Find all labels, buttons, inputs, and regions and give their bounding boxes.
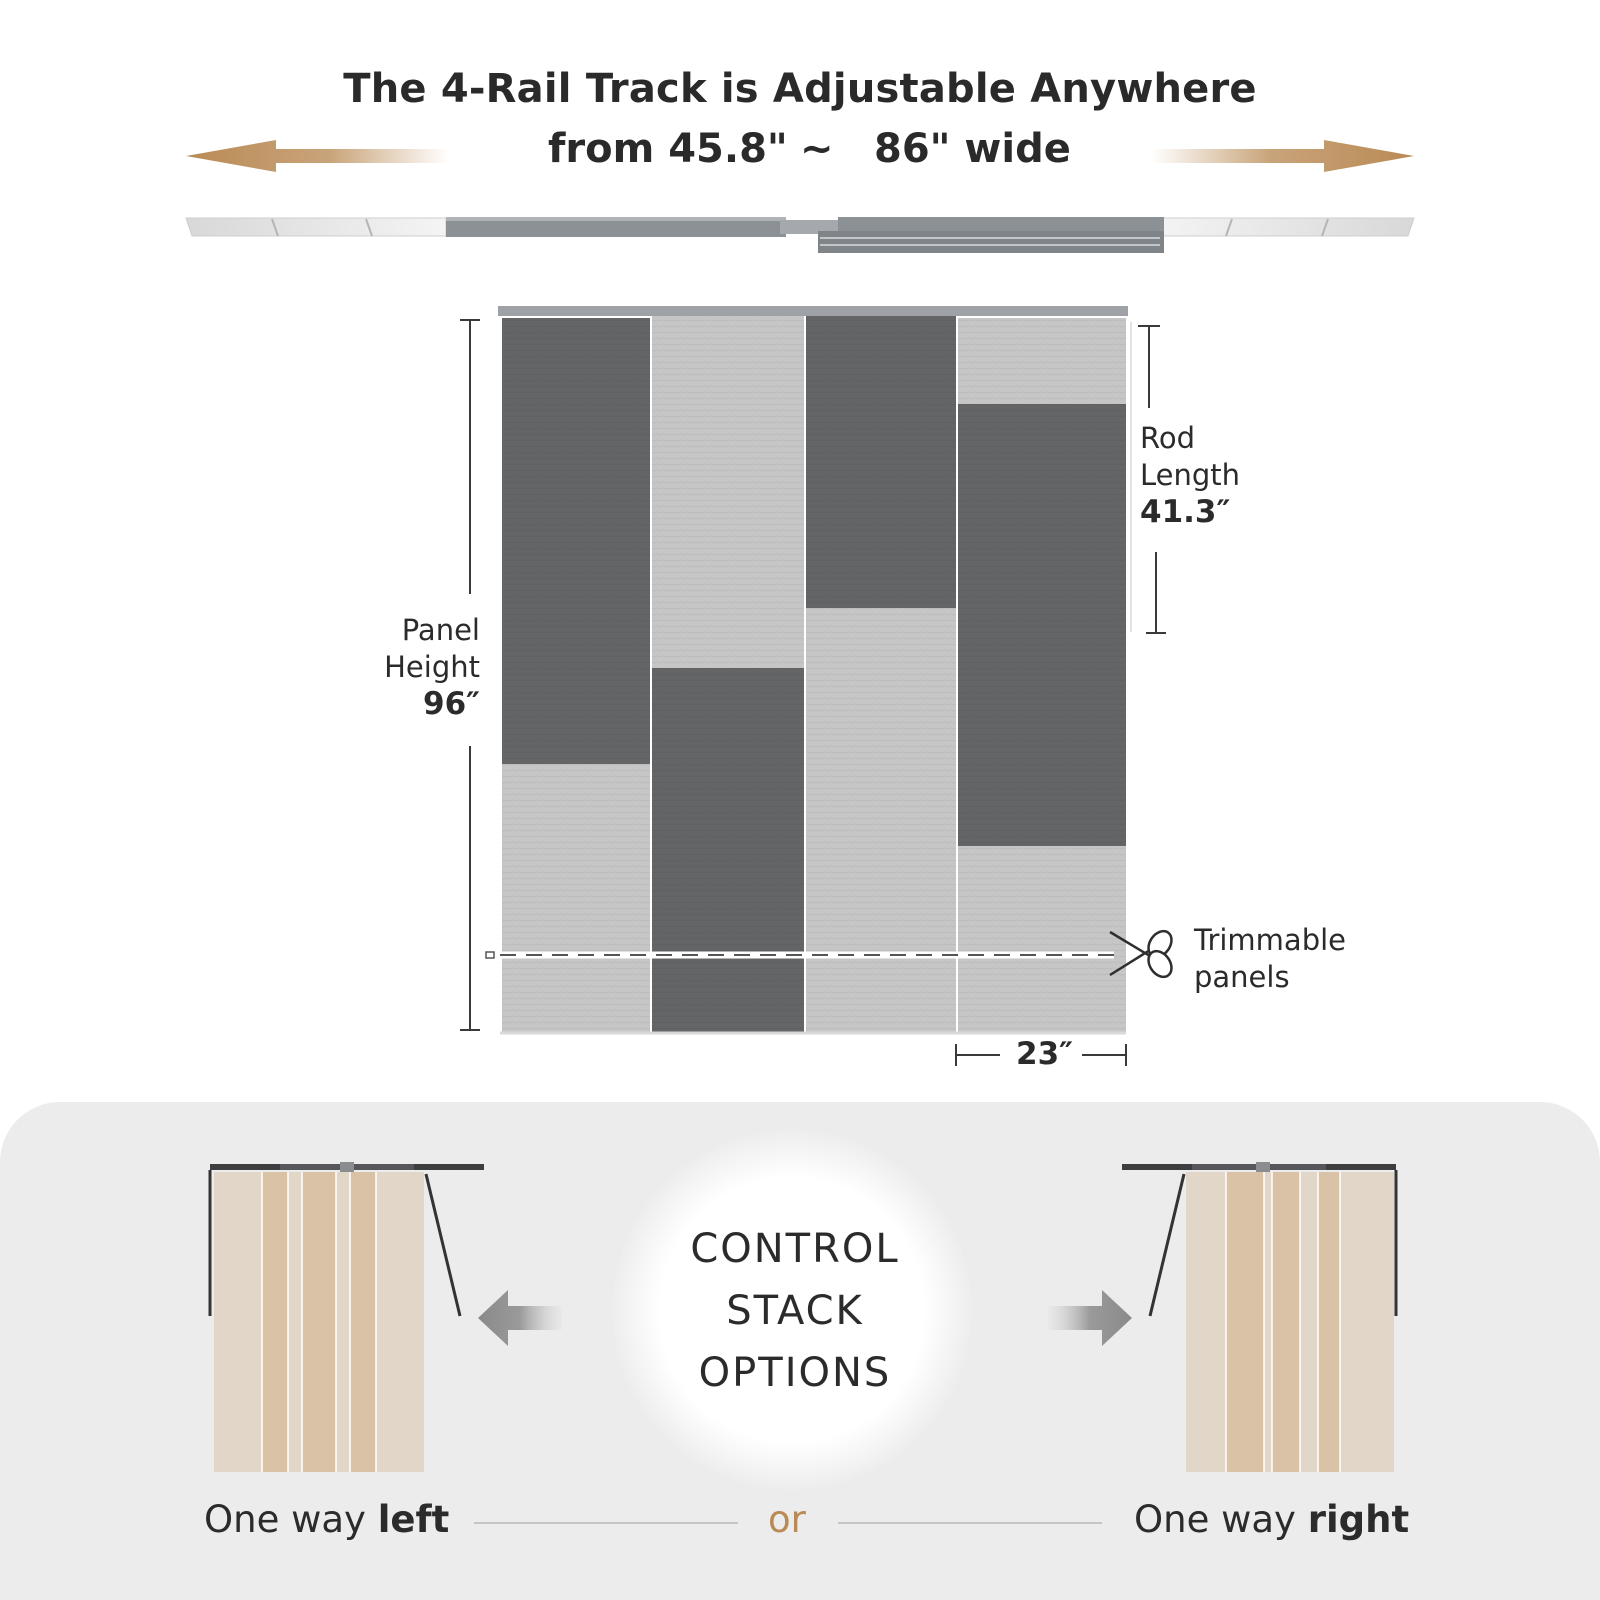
right-stack-illustration bbox=[1122, 1162, 1398, 1472]
left-stack-illustration bbox=[208, 1162, 484, 1472]
panel-width-label: 23″ bbox=[1016, 1036, 1073, 1072]
panel-height-label: Panel Height 96″ bbox=[384, 613, 480, 722]
max-width: 86" wide bbox=[874, 126, 1071, 172]
option-one-way-right: One way right bbox=[1134, 1498, 1410, 1541]
panel-1 bbox=[502, 318, 650, 1032]
rod-length-dimension bbox=[1138, 325, 1166, 634]
control-line-3: OPTIONS bbox=[698, 1350, 892, 1396]
track-diagram bbox=[185, 140, 1415, 1066]
stack-left-arrow-icon bbox=[478, 1290, 562, 1346]
range-tilde: ~ bbox=[800, 126, 834, 172]
panel-2 bbox=[652, 316, 804, 1032]
or-separator: or bbox=[768, 1498, 806, 1541]
trimmable-label: Trimmable panels bbox=[1194, 923, 1347, 994]
rod-length-label: Rod Length 41.3″ bbox=[1140, 421, 1241, 530]
control-line-1: CONTROL bbox=[690, 1226, 900, 1272]
option-one-way-left: One way left bbox=[204, 1498, 450, 1541]
panel-width-dimension bbox=[955, 1044, 1127, 1066]
header-rail bbox=[498, 306, 1128, 316]
panel-4 bbox=[958, 318, 1126, 1032]
center-glow bbox=[612, 1130, 972, 1490]
scissors-icon bbox=[1109, 929, 1173, 979]
control-line-2: STACK bbox=[726, 1288, 864, 1334]
stack-right-arrow-icon bbox=[1048, 1290, 1132, 1346]
stack-options-diagram bbox=[208, 1162, 1398, 1524]
panel-height-dimension bbox=[460, 319, 480, 1031]
page-title: The 4-Rail Track is Adjustable Anywhere bbox=[343, 66, 1257, 112]
trim-line bbox=[485, 951, 1114, 959]
arrow-left-icon bbox=[186, 140, 448, 172]
track-rail bbox=[185, 217, 1415, 253]
panel-3 bbox=[806, 316, 956, 1032]
arrow-right-icon bbox=[1152, 140, 1414, 172]
min-width: from 45.8" bbox=[548, 126, 788, 172]
